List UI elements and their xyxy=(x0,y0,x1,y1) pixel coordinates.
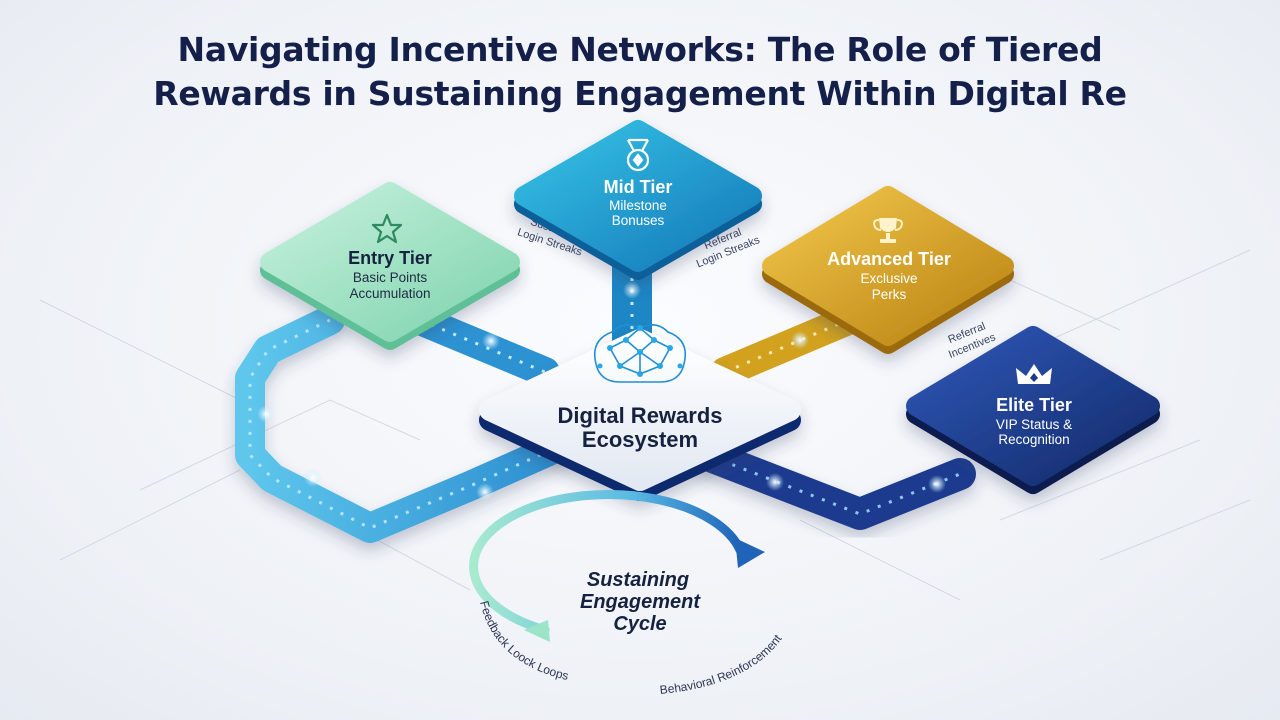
crown-icon xyxy=(1016,364,1052,384)
cycle-arrow-icon xyxy=(735,538,765,568)
tier-desc-entry-2: Accumulation xyxy=(349,286,430,301)
tier-desc-entry-1: Basic Points xyxy=(353,270,428,285)
tier-desc-mid-2: Bonuses xyxy=(612,213,665,228)
cycle-label-feedback-text: Feedback Loock Loops xyxy=(477,599,570,683)
cycle-label-feedback: Feedback Loock Loops xyxy=(477,599,570,683)
cycle-label-reinforcement-text: Behavioral Reinforcement xyxy=(659,631,785,697)
track-glow-dots xyxy=(257,281,946,501)
tier-title-mid: Mid Tier xyxy=(604,177,673,197)
star-icon xyxy=(371,213,403,244)
engagement-cycle-ring xyxy=(469,489,765,642)
page-title: Navigating Incentive Networks: The Role … xyxy=(0,28,1280,116)
tier-card-elite xyxy=(906,326,1160,494)
tier-card-mid xyxy=(514,120,762,280)
center-title-line2: Ecosystem xyxy=(582,427,698,452)
connector-track-center-elite xyxy=(694,440,976,530)
tier-desc-mid-1: Milestone xyxy=(609,198,667,213)
center-title-line1: Digital Rewards xyxy=(557,403,722,428)
cycle-arrow-start-icon xyxy=(524,620,550,642)
medal-icon xyxy=(626,138,650,172)
cycle-title-line1: Sustaining xyxy=(587,569,689,591)
tier-desc-elite-1: VIP Status & xyxy=(996,417,1072,432)
tier-desc-elite-2: Recognition xyxy=(998,432,1069,447)
cycle-label-reinforcement: Behavioral Reinforcement xyxy=(659,631,785,697)
tier-desc-advanced-2: Perks xyxy=(872,287,907,302)
center-hub xyxy=(479,329,801,501)
brain-network-icon xyxy=(593,324,687,383)
tier-title-entry: Entry Tier xyxy=(348,248,432,268)
tier-card-advanced xyxy=(762,186,1014,354)
tier-card-entry xyxy=(260,182,520,350)
title-line-2: Rewards in Sustaining Engagement Within … xyxy=(153,74,1127,113)
title-line-1: Navigating Incentive Networks: The Role … xyxy=(177,30,1103,69)
cycle-title-line2: Engagement xyxy=(580,591,701,613)
trophy-icon xyxy=(873,218,903,243)
cycle-title-line3: Cycle xyxy=(613,613,666,635)
tier-title-advanced: Advanced Tier xyxy=(827,249,951,269)
tier-desc-advanced-1: Exclusive xyxy=(860,271,917,286)
tier-title-elite: Elite Tier xyxy=(996,395,1072,415)
connector-track-entry-loop xyxy=(235,305,575,543)
connector-track-entry-center xyxy=(405,305,560,387)
